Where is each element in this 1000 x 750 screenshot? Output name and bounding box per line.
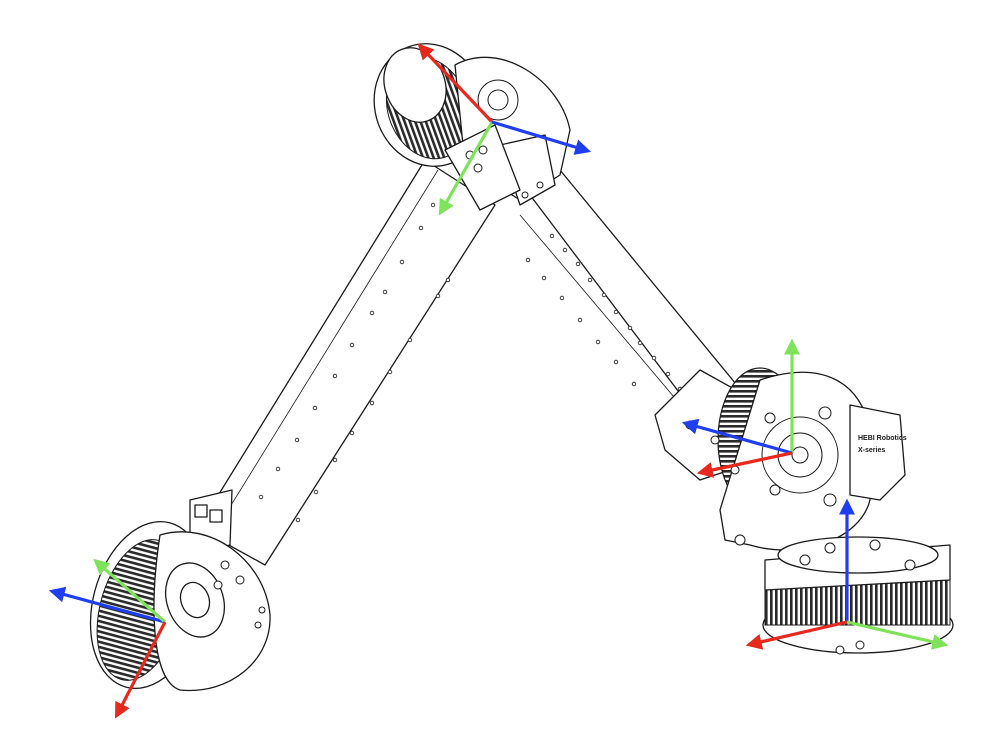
- plate-text-line2: X-series: [858, 447, 885, 454]
- frame-top-x-axis: [417, 43, 494, 124]
- tube-holes-left: [258, 202, 451, 523]
- frame-base-x-axis: [745, 620, 848, 650]
- frame-right: [681, 338, 800, 478]
- actuator-right: HEBI Robotics X-series: [654, 367, 907, 551]
- frame-bottom-left: [48, 558, 167, 719]
- frame-top: [417, 43, 592, 216]
- frame-bottom-left-z-axis: [48, 586, 166, 624]
- frame-bottom-left-y-axis: [93, 558, 167, 624]
- frame-base: [745, 498, 949, 650]
- plate-text-line1: HEBI Robotics: [858, 435, 907, 442]
- actuator-top: [373, 43, 571, 211]
- frame-bottom-left-x-axis: [115, 621, 167, 719]
- frame-top-z-axis: [491, 120, 592, 155]
- link-tube-left: [197, 159, 496, 566]
- frame-top-y-axis: [438, 121, 494, 216]
- frame-right-x-axis: [696, 451, 793, 478]
- frame-right-z-axis: [681, 418, 793, 455]
- frame-base-y-axis: [846, 620, 949, 650]
- tube-holes-right: [525, 233, 683, 392]
